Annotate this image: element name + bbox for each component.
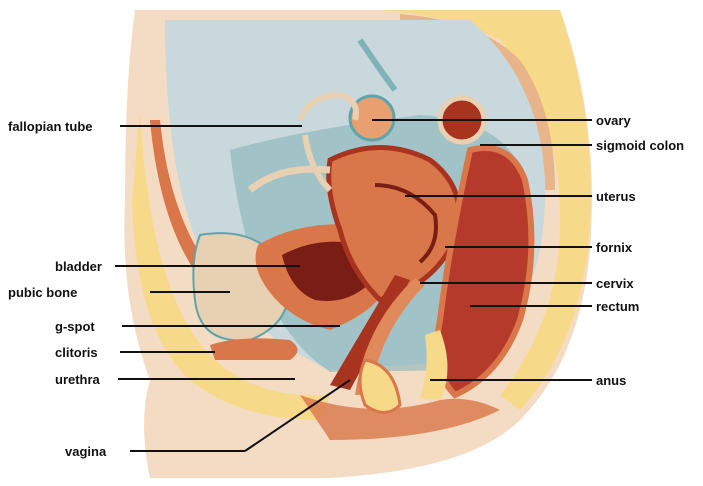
label-ovary: ovary <box>596 113 631 128</box>
label-bladder: bladder <box>55 259 102 274</box>
label-cervix: cervix <box>596 276 634 291</box>
label-pubic-bone: pubic bone <box>8 285 77 300</box>
label-rectum: rectum <box>596 299 639 314</box>
label-sigmoid-colon: sigmoid colon <box>596 138 684 153</box>
label-anus: anus <box>596 373 626 388</box>
label-g-spot: g-spot <box>55 319 95 334</box>
label-urethra: urethra <box>55 372 101 387</box>
clitoris-shape <box>210 338 298 360</box>
label-fornix: fornix <box>596 240 633 255</box>
label-clitoris: clitoris <box>55 345 98 360</box>
label-vagina: vagina <box>65 444 107 459</box>
label-uterus: uterus <box>596 189 636 204</box>
label-fallopian-tube: fallopian tube <box>8 119 93 134</box>
